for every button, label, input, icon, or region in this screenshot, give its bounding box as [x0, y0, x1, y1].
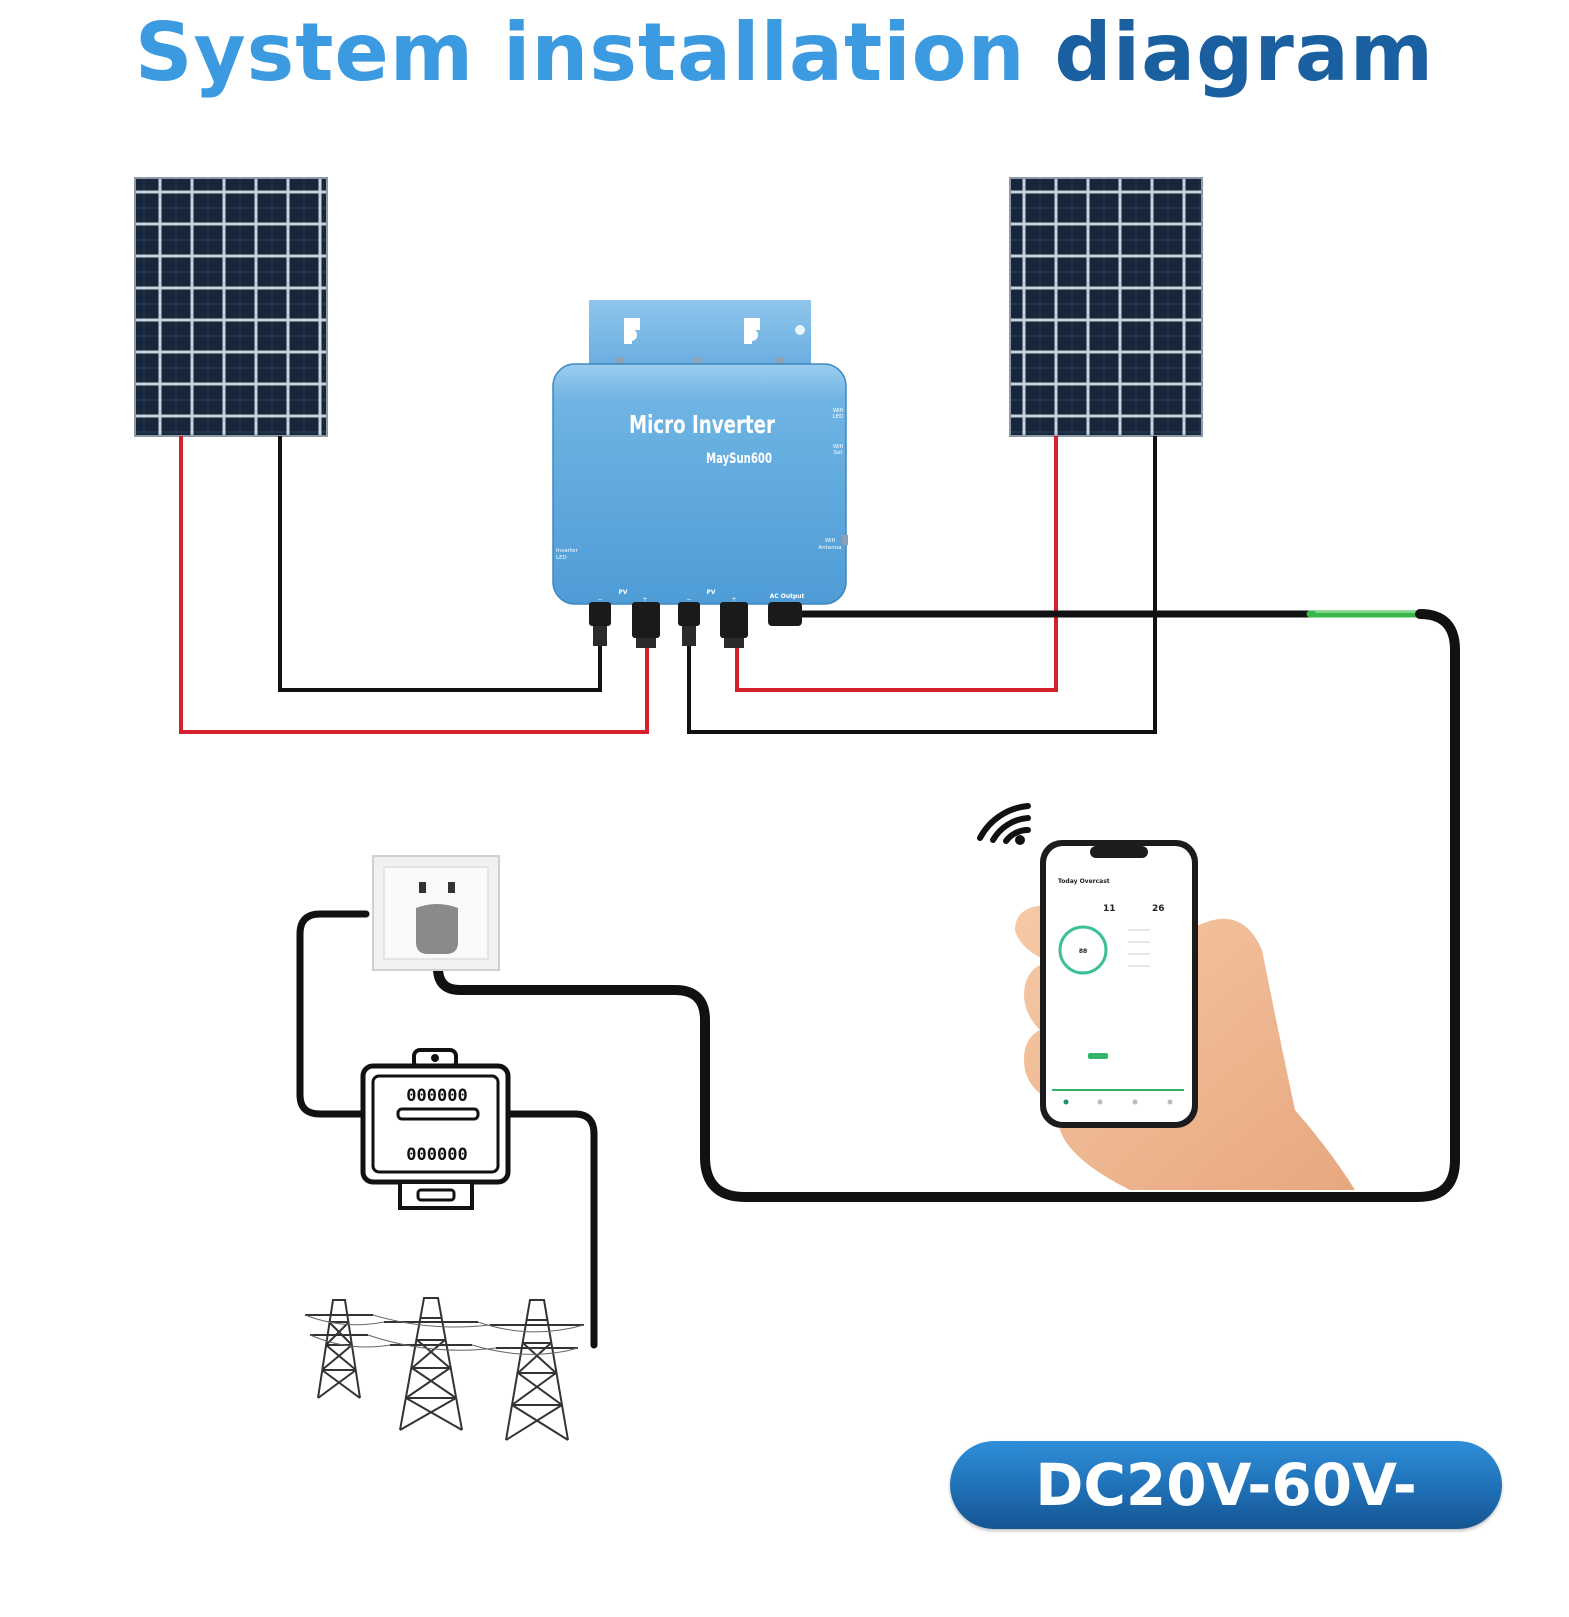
title-part-2: diagram [1054, 6, 1435, 99]
inverter-bracket [589, 300, 811, 365]
pv2-plus: + [731, 596, 736, 603]
wifi-set-label-1: Wifi [833, 444, 843, 450]
pv2-negative-connector [678, 602, 700, 646]
inverter-name: Micro Inverter [629, 410, 775, 439]
title-part-1: System installation [134, 6, 1026, 99]
installation-diagram: Micro Inverter MaySun600 Wifi LED Wifi S… [134, 177, 1460, 1441]
phone-screen-title: Today Overcast [1058, 878, 1110, 885]
right-panel-negative-wire [687, 436, 1157, 734]
inverter-model: MaySun600 [706, 451, 772, 467]
phone-gauge-value: 88 [1079, 948, 1087, 955]
wifi-icon [977, 803, 1031, 845]
meter-top-digits: 000000 [406, 1086, 467, 1106]
power-tower-1 [305, 1299, 373, 1399]
mc4-connectors [589, 602, 802, 648]
wifi-led-label-2: LED [833, 414, 844, 420]
inverter-led-label-1: Inverter [556, 548, 579, 554]
phone-value-b: 26 [1152, 904, 1165, 914]
phone-value-a: 11 [1103, 904, 1116, 914]
pv1-plus: + [642, 596, 647, 603]
pv2-minus: − [686, 596, 691, 603]
electric-meter-icon: 000000 000000 [360, 1048, 511, 1210]
wifi-antenna-label-2: Antenna [818, 545, 841, 551]
pv1-minus: − [597, 596, 602, 603]
smartphone-icon: Today Overcast 11 26 88 [1040, 840, 1198, 1128]
inverter-led-label-2: LED [556, 555, 567, 561]
power-tower-3 [490, 1299, 584, 1441]
pv1-negative-connector [589, 602, 611, 646]
pv-label-2: PV [706, 589, 715, 596]
pv2-positive-connector [720, 602, 748, 648]
wall-socket-icon [372, 855, 500, 971]
ac-output-connector [768, 602, 802, 626]
grid-wires [296, 910, 598, 1349]
wifi-led-label-1: Wifi [833, 408, 843, 414]
spec-badge: DC20V-60V-600W [950, 1441, 1502, 1607]
right-panel-positive-wire [735, 436, 1058, 692]
micro-inverter: Micro Inverter MaySun600 Wifi LED Wifi S… [552, 363, 848, 605]
left-panel-negative-wire [278, 436, 602, 692]
wifi-antenna-label-1: Wifi [825, 538, 835, 544]
solar-panel-right [1009, 177, 1203, 437]
left-panel-positive-wire [179, 436, 649, 734]
meter-bottom-digits: 000000 [406, 1145, 467, 1165]
page-title: System installation diagram [0, 6, 1569, 99]
ac-cable [433, 609, 1460, 1202]
power-tower-2 [384, 1297, 478, 1431]
pv1-positive-connector [632, 602, 660, 648]
dc-wires [179, 436, 1157, 734]
wifi-set-label-2: Set [833, 450, 843, 456]
ac-output-label: AC Output [770, 593, 805, 600]
pv-label-1: PV [618, 589, 627, 596]
solar-panel-left [134, 177, 328, 437]
power-tower-icon [304, 1297, 585, 1441]
